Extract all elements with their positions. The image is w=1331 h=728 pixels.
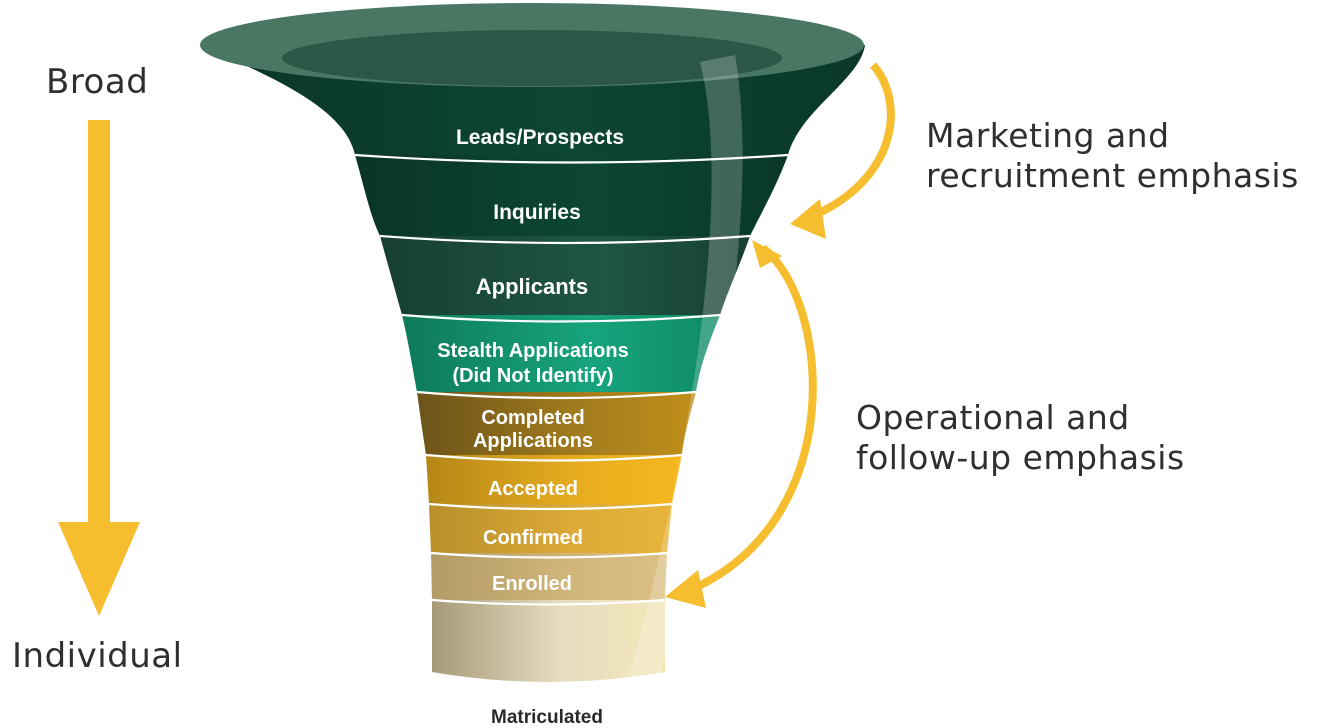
stage-label-accepted: Accepted bbox=[488, 478, 578, 500]
stage-label-enrolled: Enrolled bbox=[492, 573, 572, 595]
stage-label-inquiries: Inquiries bbox=[493, 201, 581, 224]
marketing-curved-arrow-icon bbox=[790, 62, 895, 239]
marketing-emphasis-line1: Marketing and bbox=[926, 116, 1170, 155]
funnel-body bbox=[200, 3, 865, 682]
operational-curved-arrow-icon bbox=[665, 240, 817, 608]
stage-label-completed-line2: Applications bbox=[473, 430, 593, 452]
operational-emphasis-line1: Operational and bbox=[856, 398, 1130, 437]
stage-label-leads: Leads/Prospects bbox=[456, 126, 624, 149]
stage-label-stealth-line1: Stealth Applications bbox=[437, 340, 629, 362]
operational-emphasis-line2: follow-up emphasis bbox=[856, 438, 1185, 477]
stage-label-confirmed: Confirmed bbox=[483, 527, 583, 549]
individual-label: Individual bbox=[12, 636, 183, 676]
operational-emphasis-label: Operational and follow-up emphasis bbox=[856, 398, 1185, 478]
stage-label-applicants: Applicants bbox=[476, 274, 588, 299]
marketing-emphasis-label: Marketing and recruitment emphasis bbox=[926, 116, 1299, 196]
broad-label: Broad bbox=[46, 62, 149, 102]
stage-label-completed-line1: Completed bbox=[481, 407, 584, 429]
down-arrow-icon bbox=[58, 120, 140, 616]
marketing-emphasis-line2: recruitment emphasis bbox=[926, 156, 1299, 195]
stage-label-matriculated: Matriculated bbox=[491, 707, 603, 728]
stage-label-stealth-line2: (Did Not Identify) bbox=[452, 365, 613, 387]
